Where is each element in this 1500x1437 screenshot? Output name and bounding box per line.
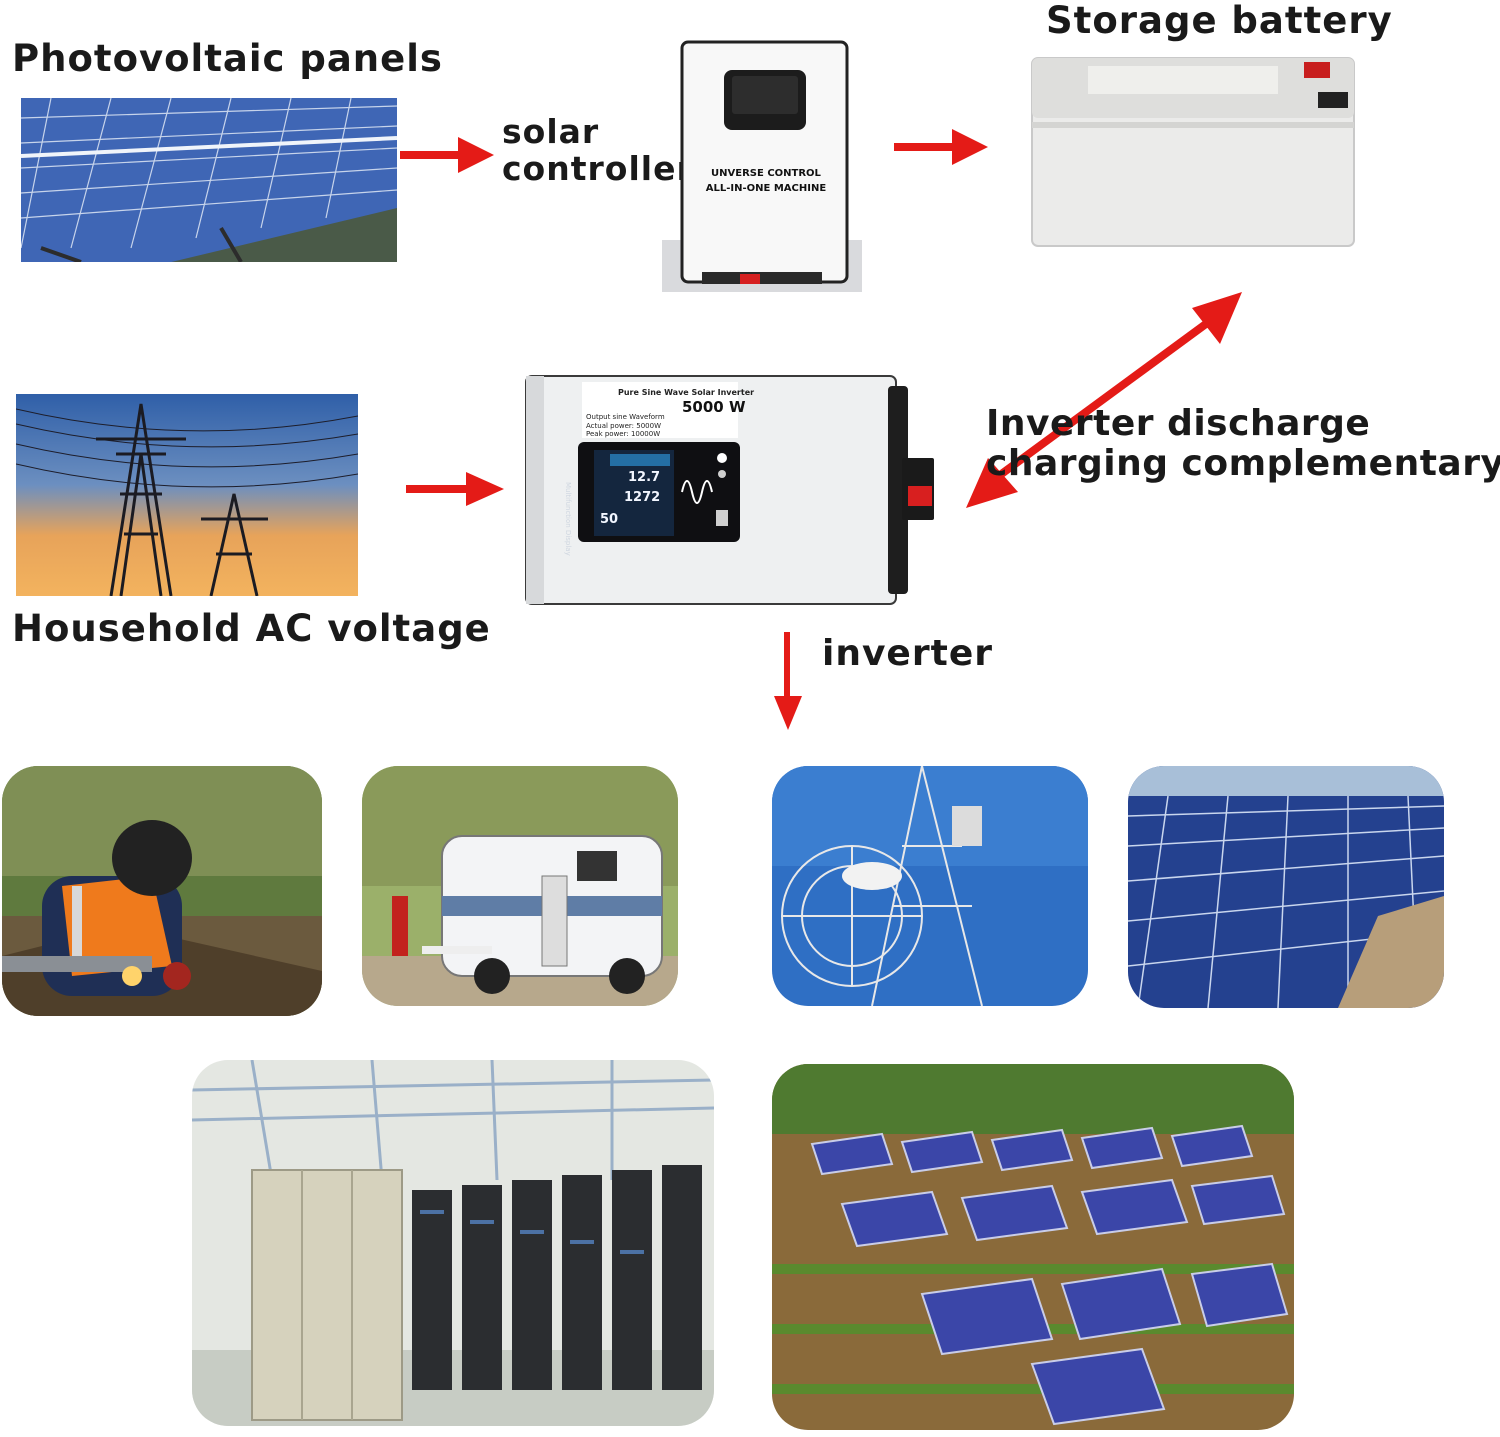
storage-battery-label: Storage battery — [1046, 0, 1393, 42]
inverter-spec-2: Actual power: 5000W — [586, 422, 661, 430]
solar-farm-image — [1128, 766, 1444, 1008]
inverter-discharge-label: Inverter discharge charging complementar… — [986, 403, 1500, 485]
telecom-tower-image — [772, 766, 1088, 1006]
data-center-image — [192, 1060, 714, 1426]
inverter-label: inverter — [822, 633, 993, 674]
agrivoltaic-solar-field-image — [772, 1064, 1294, 1430]
arrow-panels-to-controller — [400, 137, 494, 173]
inverter-spec-1: Output sine Waveform — [586, 413, 665, 421]
arrow-controller-to-battery — [894, 129, 988, 165]
controller-line2: ALL-IN-ONE MACHINE — [705, 183, 827, 194]
inverter-screen-value-3: 50 — [600, 512, 619, 527]
arrow-ac-to-inverter — [406, 472, 504, 506]
welding-worker-image — [2, 766, 322, 1016]
storage-battery-image — [1028, 52, 1358, 250]
inverter-spec-3: Peak power: 10000W — [586, 430, 661, 438]
solar-controller-label: solar controller — [502, 112, 694, 188]
photovoltaic-panels-image — [21, 98, 397, 262]
inverter-power: 5000 W — [682, 398, 746, 416]
inverter-screen-side-label: Multifunction Display — [564, 482, 572, 556]
inverter-title: Pure Sine Wave Solar Inverter — [618, 388, 755, 397]
inverter-device: Pure Sine Wave Solar Inverter 5000 W Out… — [524, 372, 936, 608]
rv-camping-image — [362, 766, 678, 1006]
arrow-inverter-down — [774, 632, 802, 730]
household-ac-voltage-label: Household AC voltage — [12, 607, 491, 650]
power-tower-image — [16, 394, 358, 596]
inverter-screen-value-1: 12.7 — [628, 470, 661, 485]
controller-line1: UNVERSE CONTROL — [711, 168, 821, 179]
inverter-screen-value-2: 1272 — [624, 490, 661, 505]
solar-controller-device: UNVERSE CONTROL ALL-IN-ONE MACHINE — [662, 40, 862, 292]
arrow-inverter-battery-bidirectional — [966, 292, 1242, 508]
photovoltaic-panels-label: Photovoltaic panels — [12, 37, 443, 80]
